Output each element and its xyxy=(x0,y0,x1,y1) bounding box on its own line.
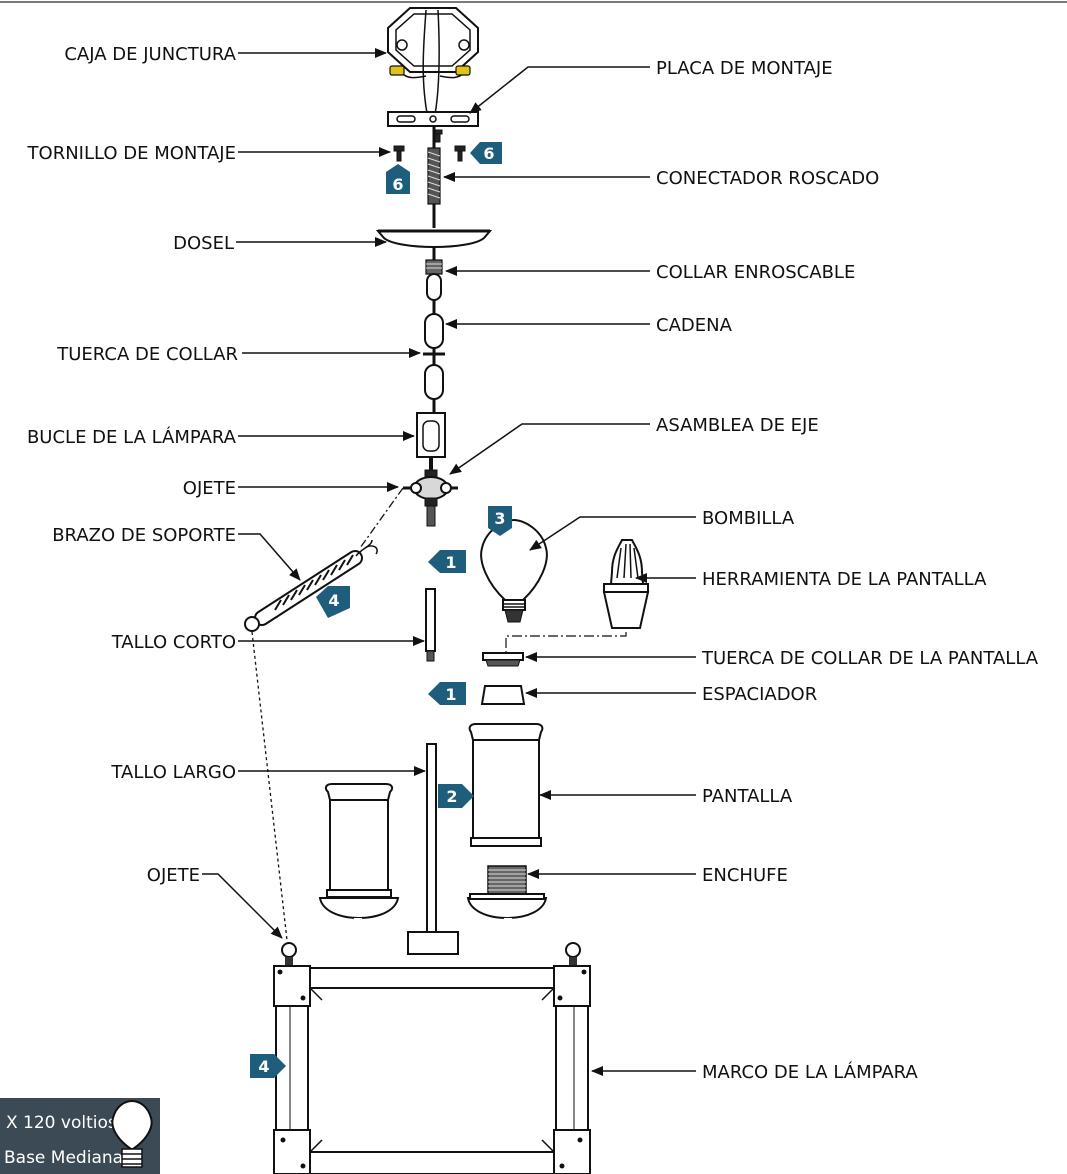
label-asamblea-de-eje: ASAMBLEA DE EJE xyxy=(656,415,819,436)
leader-brazo xyxy=(238,533,301,581)
step-badge-4-frame: 4 xyxy=(250,1054,286,1078)
shade-upper xyxy=(468,723,544,847)
leader-asamblea xyxy=(449,423,650,475)
canopy xyxy=(375,229,493,248)
shade-left xyxy=(324,783,394,898)
leader-ojete-bottom xyxy=(202,873,283,939)
step-badge-2: 2 xyxy=(438,784,474,808)
step-badge-3: 3 xyxy=(488,506,512,536)
mounting-screw-left xyxy=(393,145,405,162)
shade-collar-nut xyxy=(482,652,524,667)
frame-eyelet-left xyxy=(281,942,297,965)
label-dosel: DOSEL xyxy=(173,233,234,254)
label-tuerca-de-collar: TUERCA DE COLLAR xyxy=(56,344,238,365)
label-tuerca-de-collar-de-la-pantalla: TUERCA DE COLLAR DE LA PANTALLA xyxy=(701,648,1039,669)
frame-eyelet-right xyxy=(565,942,581,965)
svg-text:6: 6 xyxy=(392,175,403,194)
leader-lines xyxy=(202,48,696,1076)
label-ojete-top: OJETE xyxy=(183,478,236,499)
svg-text:4: 4 xyxy=(258,1057,269,1076)
junction-box xyxy=(387,7,479,121)
support-arm xyxy=(244,539,378,632)
fixture-arms xyxy=(354,917,512,955)
guide-line-arm xyxy=(359,487,404,549)
chain xyxy=(424,273,444,418)
label-bombilla: BOMBILLA xyxy=(702,508,795,529)
threaded-connector xyxy=(427,126,441,228)
svg-text:3: 3 xyxy=(494,509,505,528)
svg-text:6: 6 xyxy=(483,144,494,163)
axle-assembly xyxy=(403,469,458,527)
leader-bombilla xyxy=(529,516,696,551)
guide-line-tool xyxy=(505,632,627,652)
label-espaciador: ESPACIADOR xyxy=(702,684,817,705)
cup-right xyxy=(466,893,548,920)
label-herramienta-de-la-pantalla: HERRAMIENTA DE LA PANTALLA xyxy=(702,569,987,590)
label-tallo-corto: TALLO CORTO xyxy=(111,632,236,653)
mounting-plate xyxy=(387,111,479,127)
spacer xyxy=(480,685,526,705)
label-ojete-bottom: OJETE xyxy=(147,865,200,886)
step-badge-4-arm: 4 xyxy=(316,586,350,618)
label-tallo-largo: TALLO LARGO xyxy=(110,762,236,783)
label-enchufe: ENCHUFE xyxy=(702,865,788,886)
mounting-screw-right xyxy=(454,145,466,162)
svg-text:1: 1 xyxy=(445,553,456,572)
bulb-note-line2: Base Mediana. xyxy=(4,1148,128,1168)
step-badge-6-left: 6 xyxy=(386,164,410,194)
svg-text:2: 2 xyxy=(446,787,457,806)
step-badge-1-lower: 1 xyxy=(428,682,466,705)
lamp-frame xyxy=(273,965,591,1174)
leader-placa xyxy=(469,66,650,114)
light-bulb xyxy=(480,518,548,623)
label-conectador-roscado: CONECTADOR ROSCADO xyxy=(656,168,879,189)
label-collar-enroscable: COLLAR ENROSCABLE xyxy=(656,262,855,283)
socket-right xyxy=(487,865,527,895)
bulb-note: X 120 voltios, Base Mediana. xyxy=(0,1098,160,1174)
label-pantalla: PANTALLA xyxy=(702,786,793,807)
label-brazo-de-soporte: BRAZO DE SOPORTE xyxy=(52,525,236,546)
shade-tool xyxy=(602,539,650,629)
label-placa-de-montaje: PLACA DE MONTAJE xyxy=(656,58,833,79)
label-caja-de-junctura: CAJA DE JUNCTURA xyxy=(64,44,236,65)
label-marco-de-la-lampara: MARCO DE LA LÁMPARA xyxy=(702,1061,918,1083)
svg-text:4: 4 xyxy=(328,591,339,610)
lamp-loop xyxy=(416,412,446,470)
short-stem xyxy=(425,588,436,662)
step-badge-6-right: 6 xyxy=(470,142,502,164)
cup-left xyxy=(318,897,400,920)
guide-line-eyelet xyxy=(251,631,288,941)
bulb-note-line1: X 120 voltios, xyxy=(6,1113,122,1133)
light-bulb-icon xyxy=(111,1099,153,1168)
svg-text:1: 1 xyxy=(445,685,456,704)
label-tornillo-de-montaje: TORNILLO DE MONTAJE xyxy=(27,143,236,164)
long-stem xyxy=(426,743,437,933)
screw-collar xyxy=(425,248,443,275)
step-badge-1-upper: 1 xyxy=(428,550,466,573)
label-bucle-de-la-lampara: BUCLE DE LA LÁMPARA xyxy=(27,426,237,448)
label-cadena: CADENA xyxy=(656,315,733,336)
